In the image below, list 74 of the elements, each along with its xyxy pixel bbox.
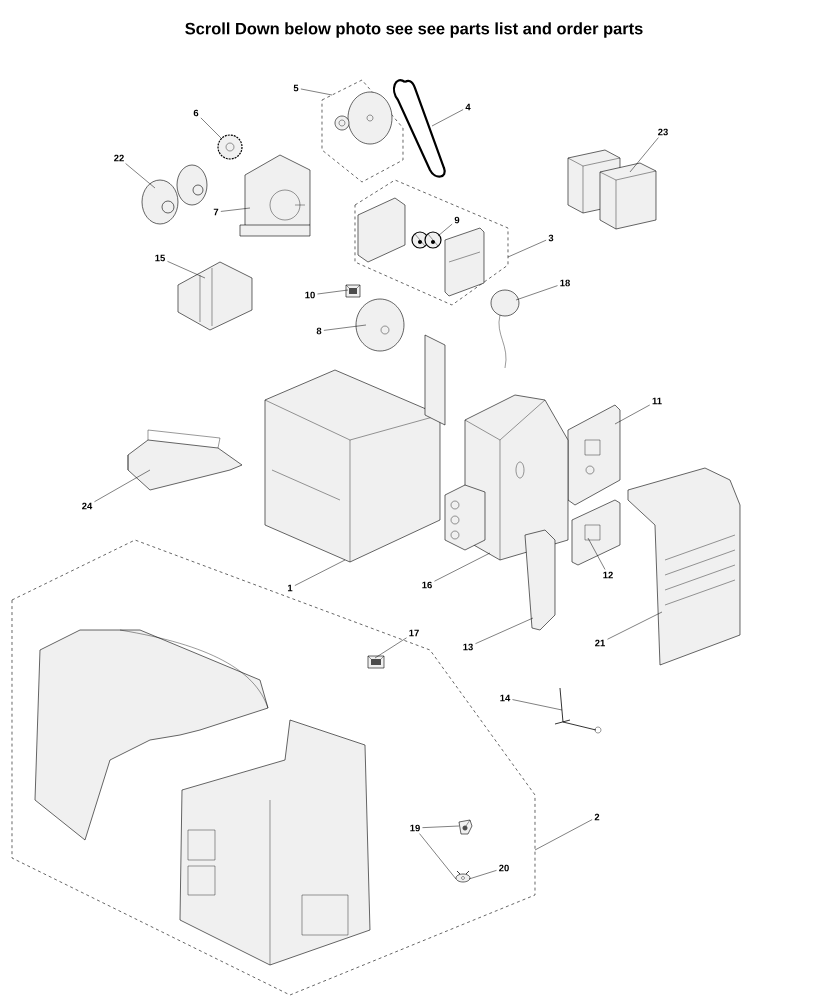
gears-drawing — [411, 231, 442, 249]
leader-line — [317, 289, 349, 295]
callout-number: 11 — [652, 397, 662, 405]
batteries-drawing — [567, 149, 657, 230]
callout-number: 1 — [287, 584, 293, 592]
leader-line — [300, 88, 333, 96]
callout-number: 17 — [409, 629, 419, 637]
pulleys-drawing — [141, 164, 208, 225]
motor-drawing — [177, 261, 253, 331]
callout-number: 8 — [316, 327, 322, 335]
leader-line — [323, 324, 367, 331]
leader-line — [587, 537, 606, 570]
callout-number: 13 — [463, 643, 473, 651]
leader-line — [475, 617, 534, 644]
leader-line — [422, 825, 460, 828]
callout-number: 16 — [422, 581, 432, 589]
gearbox-drawing — [239, 154, 311, 237]
knob-drawing — [458, 819, 473, 835]
callout-number: 4 — [465, 103, 471, 111]
callout-number: 2 — [594, 813, 600, 821]
group-outline — [11, 539, 536, 996]
circuit-board-drawing — [571, 499, 621, 566]
tray-drawing — [127, 429, 243, 491]
callout-number: 10 — [305, 291, 315, 299]
switch-drawing — [367, 655, 385, 669]
leader-line — [374, 637, 407, 659]
callout-number: 19 — [410, 824, 420, 832]
leader-line — [629, 137, 659, 173]
callout-number: 9 — [454, 216, 460, 224]
leader-line — [419, 833, 457, 880]
circuit-board-drawing — [567, 404, 621, 506]
callout-number: 12 — [603, 571, 613, 579]
group-outline — [354, 179, 509, 306]
leader-line — [614, 404, 651, 425]
leader-line — [534, 819, 593, 851]
capacitor-drawing — [490, 289, 520, 369]
frame-drawing — [264, 334, 446, 563]
callout-number: 6 — [193, 109, 199, 117]
title: Scroll Down below photo see see parts list and order parts — [185, 22, 643, 38]
belt-drawing — [392, 79, 446, 178]
leader-line — [431, 109, 464, 127]
group-outline — [321, 79, 404, 183]
leader-line — [437, 223, 453, 237]
bracket-drawing — [524, 529, 556, 631]
leader-line — [125, 163, 156, 189]
sprocket-drawing — [217, 134, 243, 160]
leader-line — [220, 207, 251, 212]
leader-line — [512, 699, 563, 711]
leader-line — [434, 552, 491, 582]
leader-line — [167, 261, 206, 279]
callout-number: 23 — [658, 128, 668, 136]
wheel-drawing — [355, 298, 405, 352]
callout-number: 21 — [595, 639, 605, 647]
clip-drawing — [455, 870, 471, 883]
callout-number: 22 — [114, 154, 124, 162]
switch-drawing — [345, 284, 361, 298]
front-cover-drawing — [627, 467, 741, 666]
callout-number: 20 — [499, 864, 509, 872]
leader-line — [607, 611, 663, 640]
leader-line — [294, 559, 346, 586]
leader-line — [94, 469, 151, 502]
sensor-drawing — [554, 687, 602, 734]
leader-line — [515, 285, 558, 301]
callout-number: 14 — [500, 694, 511, 702]
callout-number: 24 — [82, 502, 93, 510]
callout-number: 5 — [293, 84, 299, 92]
leader-line — [200, 117, 223, 140]
leader-line — [507, 239, 547, 258]
callout-number: 3 — [548, 234, 554, 242]
leader-line — [468, 870, 497, 880]
callout-number: 18 — [560, 279, 570, 287]
callout-number: 7 — [213, 208, 219, 216]
chassis-drawing — [444, 394, 569, 561]
callout-number: 15 — [155, 254, 165, 262]
